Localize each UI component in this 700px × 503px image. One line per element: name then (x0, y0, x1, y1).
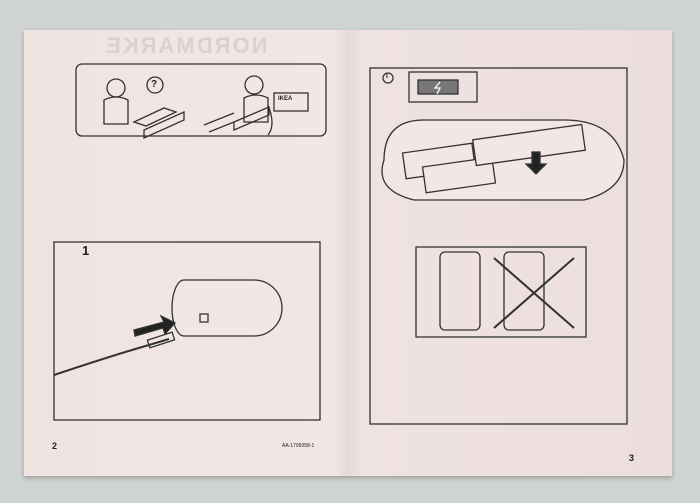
phone-ok (439, 251, 481, 331)
cable (53, 338, 170, 376)
help-panel (75, 63, 327, 137)
board-pieces (132, 107, 185, 140)
board-pieces-2 (203, 106, 270, 133)
illustrations (53, 63, 628, 425)
plug (146, 331, 176, 349)
person-phone-body (243, 94, 273, 136)
adapter-port (199, 313, 209, 323)
instruction-leaflet: NORDMARKE (24, 30, 672, 476)
person-head (106, 78, 126, 98)
step-number: 1 (82, 243, 90, 258)
right-panel (369, 67, 628, 425)
person-phone-head (244, 75, 264, 95)
adapter (171, 279, 283, 337)
cross (493, 257, 575, 329)
page-number-right: 3 (629, 453, 635, 463)
help-bubble-text: ? (151, 79, 158, 90)
battery-box (408, 71, 478, 103)
info-icon: i (386, 73, 388, 80)
phone-compare-box (415, 246, 587, 338)
article-code: AA-1795058-1 (282, 443, 315, 449)
arrow (133, 314, 177, 337)
info-circle (382, 72, 394, 84)
person-body (103, 96, 129, 125)
store-sign: IKEA (278, 96, 293, 102)
step-panel (53, 241, 321, 421)
page-number-left: 2 (52, 441, 58, 451)
ikea-store (273, 92, 309, 112)
down-arrow (524, 151, 548, 175)
phone-bad (503, 251, 545, 331)
phone-3 (471, 123, 587, 167)
phone-2 (421, 156, 497, 194)
question-bubble (146, 76, 164, 94)
